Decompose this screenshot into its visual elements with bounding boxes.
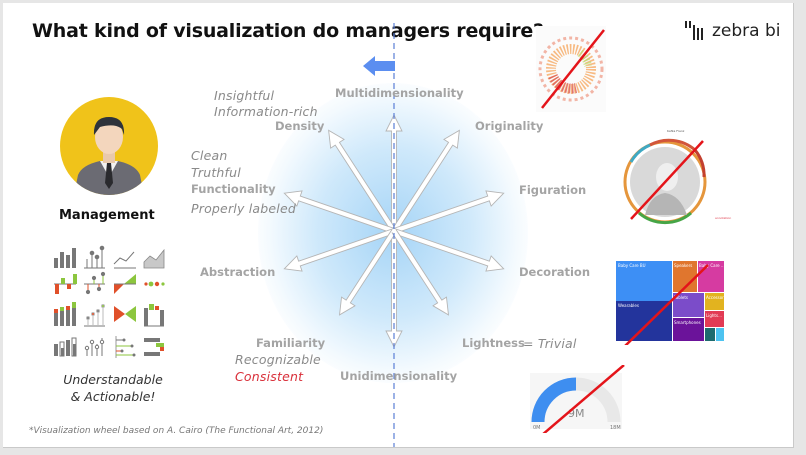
zebra-bars-icon [685, 21, 703, 40]
line-chart-icon [113, 251, 136, 269]
arrow-functionality [283, 190, 395, 234]
brand-logo: zebra bi [684, 20, 781, 42]
treemap-label-smartphones: Smartphones [674, 320, 701, 325]
cross-out-line [630, 140, 704, 220]
cross-out-line [542, 365, 625, 433]
slide: What kind of visualization do managers r… [3, 3, 794, 448]
treemap: Baby Care BU Wearables Speakers Baby Car… [616, 261, 724, 345]
gauge-value: 9M [568, 407, 585, 420]
footnote: *Visualization wheel based on A. Cairo (… [29, 426, 324, 436]
stacked-variance-column-icon [54, 302, 76, 326]
treemap-label-lights: Lights... [706, 313, 722, 318]
treemap-label-speakers: Speakers [674, 263, 692, 268]
arrow-figuration [393, 190, 505, 234]
label-unidimensionality: Unidimensionality [340, 369, 458, 383]
left-arrow-icon [363, 56, 395, 76]
overlapping-column-icon [54, 337, 77, 357]
caption-line-1: Understandable [63, 372, 163, 387]
annotation-trivial: = Trivial [523, 336, 577, 351]
caption-line-2: & Actionable! [70, 389, 156, 404]
management-label: Management [59, 208, 155, 223]
annotation-truthful: Truthful [191, 165, 241, 180]
label-density: Density [275, 119, 325, 133]
gauge: 9M 0M 18M [530, 365, 625, 433]
variance-column-icon [54, 274, 77, 294]
brand-name: zebra bi [712, 21, 781, 41]
triangle-variance-icon [114, 274, 136, 294]
cross-out-line [541, 29, 605, 109]
arrow-lightness [391, 229, 450, 316]
dot-plot-icon [144, 281, 165, 287]
businessman-avatar-icon [60, 97, 158, 195]
arrow-decoration [393, 228, 505, 272]
waterfall-icon [144, 304, 164, 327]
arrow-familiarity [338, 229, 397, 316]
annotation-insightful: Insightful [214, 88, 275, 103]
label-multidimensionality: Multidimensionality [335, 86, 464, 100]
arrow-density [328, 129, 397, 233]
visualization-wheel [283, 23, 505, 447]
treemap-label-baby-care: Baby Care BU [618, 263, 646, 268]
arrow-abstraction [283, 228, 395, 272]
variance-pin-icon [84, 271, 106, 295]
label-abstraction: Abstraction [200, 265, 276, 279]
treemap-label-wearables: Wearables [618, 303, 639, 308]
portrait-chart-title: Kafka Franz [667, 129, 685, 133]
business-chart-icons [54, 245, 165, 358]
gauge-min: 0M [533, 425, 541, 431]
label-lightness: Lightness [462, 336, 525, 350]
treemap-label-tablets: Tablets [673, 295, 688, 300]
pin-circle-icon [84, 338, 105, 356]
annotation-clean: Clean [191, 148, 228, 163]
label-familiarity: Familiarity [256, 336, 326, 350]
bowtie-variance-icon [114, 306, 136, 322]
treemap-label-accessories: Accessori... [706, 295, 724, 300]
portrait-ring-chart: Kafka Franz annotation [623, 129, 731, 225]
label-decoration: Decoration [519, 265, 591, 279]
slide-title: What kind of visualization do managers r… [32, 20, 544, 42]
horizontal-pin-icon [115, 336, 136, 358]
label-figuration: Figuration [519, 183, 587, 197]
annotation-information-rich: Information-rich [214, 104, 318, 119]
lollipop-chart-icon [84, 245, 105, 269]
treemap-label-baby-care-2: Baby Care ... [699, 263, 724, 268]
gauge-max: 18M [610, 425, 621, 431]
area-chart-icon [143, 248, 165, 269]
radial-burst-chart [536, 26, 606, 112]
horizontal-bar-variance-icon [144, 338, 164, 356]
management-caption: Understandable & Actionable! [43, 371, 183, 405]
column-chart-icon [54, 248, 76, 268]
label-functionality: Functionality [191, 182, 276, 196]
cross-out-line [624, 264, 709, 345]
annotation-consistent: Consistent [235, 369, 304, 384]
annotation-properly-labeled: Properly labeled [191, 201, 296, 216]
dot-variance-icon [84, 304, 105, 327]
svg-text:annotation: annotation [715, 216, 731, 220]
label-originality: Originality [475, 119, 544, 133]
annotation-recognizable: Recognizable [235, 352, 321, 367]
arrow-originality [391, 129, 460, 233]
